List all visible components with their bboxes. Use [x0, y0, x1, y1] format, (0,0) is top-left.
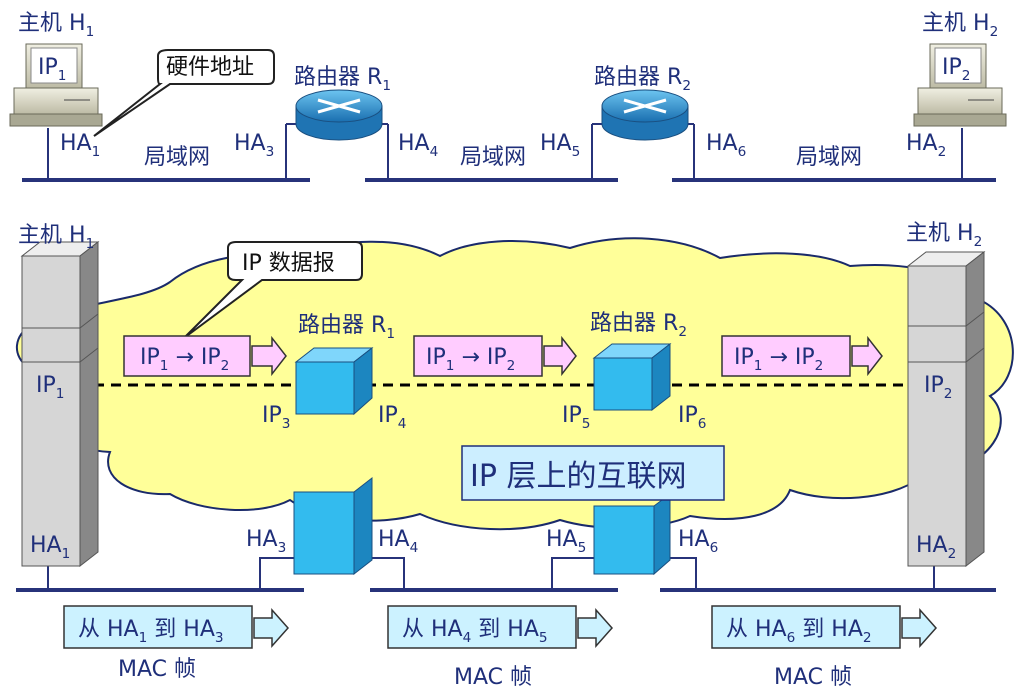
host2-stack — [906, 250, 986, 568]
bottom-host1-label: 主机 H1 — [18, 223, 94, 252]
top-ha2-label: HA2 — [906, 131, 946, 160]
mac-frame-1-text: 从 HA1 到 HA3 — [78, 617, 224, 646]
bottom-router1-label: 路由器 R1 — [298, 313, 395, 342]
bottom-host1-ip: IP1 — [36, 373, 64, 402]
top-ha3-label: HA3 — [234, 131, 274, 160]
mac-frame-2-shape — [387, 605, 614, 649]
top-host2-label: 主机 H2 — [922, 11, 998, 40]
mac-frame-2-text: 从 HA4 到 HA5 — [402, 617, 548, 646]
mac-frame-1-label: MAC 帧 — [118, 657, 196, 682]
mac-frame-3-shape — [711, 605, 938, 649]
top-ha4-label: HA4 — [398, 131, 438, 160]
mac-frame-1-shape — [63, 605, 290, 649]
router2-ip-cube — [592, 342, 672, 412]
mac-frame-2-label: MAC 帧 — [454, 665, 532, 690]
computer-icon — [9, 43, 103, 127]
top-ha6-label: HA6 — [706, 131, 746, 160]
host1-stack — [20, 240, 100, 568]
top-ha5-label: HA5 — [540, 131, 580, 160]
top-lan3-label: 局域网 — [796, 145, 862, 170]
computer-icon — [913, 43, 1007, 127]
bottom-ha2-label: HA2 — [916, 533, 956, 562]
top-lan2-label: 局域网 — [460, 145, 526, 170]
bottom-ha5-label: HA5 — [546, 527, 586, 556]
bottom-host2-ip: IP2 — [924, 373, 952, 402]
bottom-taps — [47, 557, 935, 590]
bottom-host2-label: 主机 H2 — [906, 221, 982, 250]
top-ha1-label: HA1 — [60, 131, 100, 160]
router2-lower-box — [593, 493, 671, 576]
bottom-ha6-label: HA6 — [678, 527, 718, 556]
router-icon — [601, 89, 689, 141]
ip-packet-2 — [413, 335, 577, 377]
ip-datagram-text: IP 数据报 — [242, 251, 335, 276]
top-router2-label: 路由器 R2 — [594, 65, 691, 94]
ip4-label: IP4 — [378, 403, 406, 432]
top-host1-ip: IP1 — [38, 55, 66, 84]
ip3-label: IP3 — [262, 403, 290, 432]
ip-packet-3-text: IP1 → IP2 — [734, 345, 823, 374]
ip5-label: IP5 — [562, 403, 590, 432]
ip-packet-1-text: IP1 → IP2 — [140, 345, 229, 374]
top-lan1-label: 局域网 — [144, 145, 210, 170]
router1-lower-box — [293, 476, 373, 576]
router-icon — [295, 89, 383, 141]
bottom-router2-label: 路由器 R2 — [590, 311, 687, 340]
ip6-label: IP6 — [678, 403, 706, 432]
ip-layer-title: IP 层上的互联网 — [470, 459, 686, 494]
ip-packet-1 — [123, 335, 287, 377]
top-host1-label: 主机 H1 — [18, 11, 94, 40]
ip-datagram-callout — [183, 241, 363, 339]
top-host2-ip: IP2 — [942, 55, 970, 84]
ip-layer-title-box — [461, 445, 725, 501]
bottom-ha4-label: HA4 — [378, 527, 418, 556]
mac-frame-3-label: MAC 帧 — [774, 665, 852, 690]
bottom-ha3-label: HA3 — [246, 527, 286, 556]
hardware-address-text: 硬件地址 — [166, 55, 254, 80]
hardware-address-callout — [93, 49, 275, 137]
top-router1-label: 路由器 R1 — [294, 65, 391, 94]
router1-ip-cube — [294, 346, 374, 416]
mac-frame-3-text: 从 HA6 到 HA2 — [726, 617, 872, 646]
ip-packet-3 — [721, 335, 883, 377]
bottom-ha1-label: HA1 — [30, 533, 70, 562]
ip-packet-2-text: IP1 → IP2 — [426, 345, 515, 374]
